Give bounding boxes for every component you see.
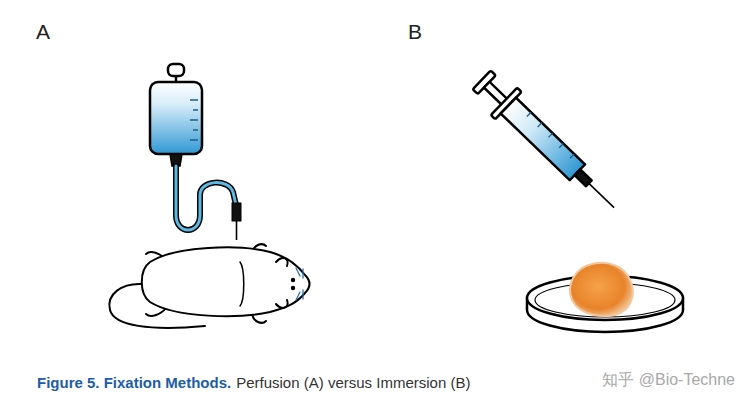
iv-bag bbox=[150, 64, 202, 166]
figure-caption: Figure 5. Fixation Methods. bbox=[37, 374, 231, 391]
watermark: 知乎 @Bio-Techne bbox=[602, 370, 735, 391]
panel-letter: B bbox=[408, 20, 422, 44]
tissue-sample bbox=[570, 263, 633, 316]
mouse bbox=[109, 244, 309, 328]
caption-body: Perfusion (A) versus Immersion (B) bbox=[236, 374, 470, 391]
syringe bbox=[468, 66, 627, 221]
iv-tube bbox=[176, 166, 241, 240]
panel-letter: A bbox=[36, 20, 50, 44]
